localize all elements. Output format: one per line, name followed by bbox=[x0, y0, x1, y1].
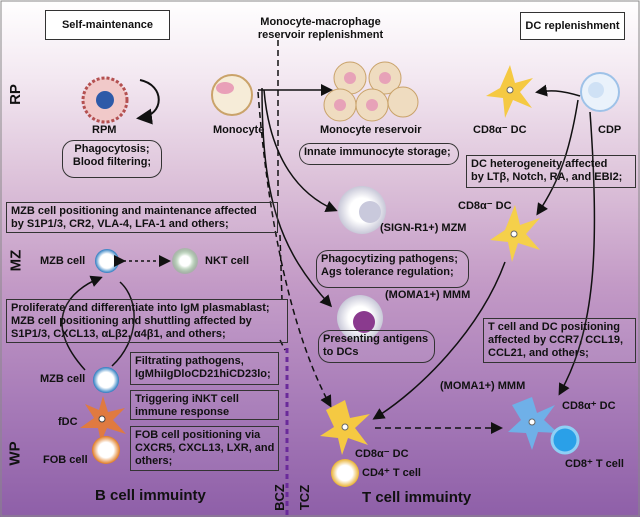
label-nkt-cell: NKT cell bbox=[205, 255, 250, 267]
box-innate-storage: Innate immunocyte storage; bbox=[299, 143, 459, 165]
mzm-cell bbox=[338, 186, 386, 234]
label-fob-cell: FOB cell bbox=[43, 454, 88, 466]
box-phagocytosis: Phagocytosis; Blood filtering; bbox=[62, 140, 162, 178]
nkt-cell bbox=[172, 248, 198, 274]
label-monocyte: Monocyte bbox=[213, 124, 265, 136]
box-filtrating-pathogens: Filtrating pathogens, IgMhiIgDloCD21hiCD… bbox=[130, 352, 279, 385]
monocyte-reservoir-cluster bbox=[323, 61, 419, 122]
label-cdp: CDP bbox=[598, 124, 622, 136]
label-cd8pos-dc: CD8α⁺ DC bbox=[562, 400, 616, 412]
box-dc-heterogeneity: DC heterogeneity affected by LTβ, Notch,… bbox=[466, 155, 636, 188]
label-b-cell-immunity: B cell immuinty bbox=[95, 487, 206, 504]
box-presenting-antigens: Presenting antigens to DCs bbox=[318, 330, 435, 363]
cd8neg-dc-bottom bbox=[320, 400, 370, 455]
label-mmm-bottom: (MOMA1+) MMM bbox=[440, 380, 526, 392]
label-mzm: (SIGN-R1+) MZM bbox=[380, 222, 467, 234]
cd8-t-cell bbox=[550, 425, 580, 455]
header-monocyte-reservoir: Monocyte-macrophage reservoir replenishm… bbox=[257, 16, 384, 41]
cd4-t-cell bbox=[331, 459, 359, 487]
label-t-cell-immunity: T cell immuinty bbox=[362, 489, 472, 506]
box-mzb-maintenance: MZB cell positioning and maintenance aff… bbox=[6, 202, 278, 233]
mmm-cell bbox=[337, 295, 383, 341]
label-monocyte-reservoir: Monocyte reservoir bbox=[320, 124, 422, 136]
zone-rp: RP bbox=[6, 84, 24, 105]
zone-tcz: TCZ bbox=[297, 484, 313, 511]
rpm-cell bbox=[81, 76, 129, 124]
label-cd4-t-cell: CD4⁺ T cell bbox=[362, 467, 421, 479]
self-renewal-arrow bbox=[136, 79, 160, 125]
label-mmm: (MOMA1+) MMM bbox=[385, 289, 471, 301]
zone-mz: MZ bbox=[7, 249, 25, 272]
mzb-cell-wp bbox=[93, 367, 119, 393]
monocyte-cell bbox=[211, 74, 253, 116]
box-proliferate: Proliferate and differentiate into IgM p… bbox=[6, 299, 288, 343]
label-fdc: fDC bbox=[58, 416, 78, 428]
label-cd8neg-dc-top: CD8α⁻ DC bbox=[473, 124, 527, 136]
label-rpm: RPM bbox=[92, 124, 117, 136]
label-mzb-cell-mz: MZB cell bbox=[40, 255, 86, 267]
header-dc-replenishment: DC replenishment bbox=[520, 12, 625, 40]
label-cd8-t-cell: CD8⁺ T cell bbox=[565, 458, 624, 470]
box-triggering-inkt: Triggering iNKT cell immune response bbox=[130, 390, 279, 420]
label-cd8neg-dc-mid: CD8α⁻ DC bbox=[458, 200, 512, 212]
header-self-maintenance: Self-maintenance bbox=[45, 10, 170, 40]
mzb-cell-mz bbox=[95, 249, 119, 273]
zone-wp: WP bbox=[6, 441, 24, 466]
fob-cell bbox=[92, 436, 120, 464]
box-fob-positioning: FOB cell positioning via CXCR5, CXCL13, … bbox=[130, 426, 279, 471]
zone-bcz: BCZ bbox=[271, 484, 287, 511]
cdp-cell bbox=[580, 72, 620, 112]
cd8pos-dc bbox=[508, 397, 558, 450]
cd8neg-dc-mid bbox=[490, 205, 540, 262]
fdc-cell bbox=[80, 396, 126, 442]
box-phagocytizing-pathogens: Phagocytizing pathogens; Ags tolerance r… bbox=[316, 250, 469, 288]
cd8neg-dc-top bbox=[486, 65, 533, 118]
box-tcell-dc-positioning: T cell and DC positioning affected by CC… bbox=[483, 318, 636, 363]
label-mzb-cell-wp: MZB cell bbox=[40, 373, 86, 385]
label-cd8neg-dc-bottom: CD8α⁻ DC bbox=[355, 448, 409, 460]
